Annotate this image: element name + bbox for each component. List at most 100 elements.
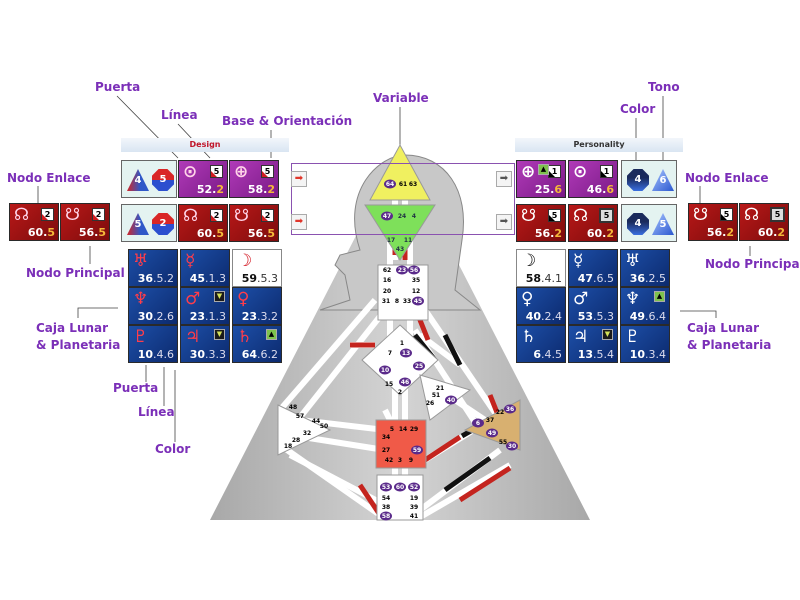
channel-track [413, 462, 512, 523]
gate-number: 45 [414, 298, 422, 305]
gate-line-value: 46.6 [586, 183, 614, 196]
color-shape-icon: 5 [127, 213, 149, 235]
planet-cell[interactable]: ☿45.1.3 [180, 249, 230, 287]
gate-number: 57 [296, 413, 304, 420]
active-gate-marker [381, 211, 393, 221]
gate-number: 10 [381, 367, 389, 374]
planet-cell[interactable]: ♂▼23.1.3 [180, 287, 230, 325]
gate-line-color-value: 10.4.6 [137, 348, 174, 361]
uranus-icon: ♅ [625, 251, 641, 271]
active-gate-marker [413, 361, 425, 371]
planet-cell[interactable]: ☽58.4.1 [516, 249, 566, 287]
planet-cell[interactable]: ♃▼30.3.3 [180, 325, 230, 363]
design-nav-arrow-2[interactable]: ➡ [291, 214, 307, 230]
gate-line-value: 52.2 [196, 183, 224, 196]
label-caja-right-2: & Planetaria [687, 338, 772, 352]
activation-cell[interactable]: ⊕1▲25.6 [516, 160, 566, 198]
gate-number: 22 [496, 409, 504, 416]
gate-number: 64 [386, 181, 394, 188]
planet-cell[interactable]: ♇10.4.6 [128, 325, 178, 363]
gate-number: 23 [398, 267, 406, 274]
gate-line-color-value: 30.2.6 [137, 310, 174, 323]
color-shape-icon: 4 [627, 169, 649, 191]
planet-cell[interactable]: ♇10.3.4 [620, 325, 670, 363]
variable-frame [291, 163, 515, 235]
active-gate-marker [408, 265, 420, 275]
gate-number: 16 [383, 277, 391, 284]
planet-cell[interactable]: ♅36.2.5 [620, 249, 670, 287]
g-center [361, 324, 439, 396]
orientation-arrow-up-icon: ▲ [266, 329, 277, 340]
gate-number: 26 [426, 400, 434, 407]
gate-number: 46 [401, 379, 409, 386]
gate-number: 36 [506, 406, 514, 413]
planet-cell[interactable]: ☿47.6.5 [568, 249, 618, 287]
planet-cell[interactable]: ♆30.2.6 [128, 287, 178, 325]
gate-number: 53 [382, 484, 390, 491]
planet-cell[interactable]: ♄ ▲ 64.6.2 [232, 325, 282, 363]
base-badge: 5 [720, 208, 733, 221]
planet-cell[interactable]: ♄6.4.5 [516, 325, 566, 363]
gate-number: 27 [382, 447, 390, 454]
sun-icon: ⊙ [573, 162, 588, 182]
activated-channel-segment [423, 434, 462, 463]
planet-cell[interactable]: ♆▲49.6.4 [620, 287, 670, 325]
personality-nav-arrow-2[interactable]: ➡ [496, 214, 512, 230]
active-gate-marker [399, 377, 411, 387]
planet-cell[interactable]: ♀23.3.2 [232, 287, 282, 325]
spleen-center [277, 404, 332, 456]
label-nodo-enlace-left: Nodo Enlace [7, 171, 91, 185]
planet-cell[interactable]: ♀40.2.4 [516, 287, 566, 325]
planet-cell[interactable]: ♂53.5.3 [568, 287, 618, 325]
gate-line-color-value: 40.2.4 [525, 310, 562, 323]
label-color-top: Color [620, 102, 656, 116]
planet-cell[interactable]: ☽59.5.3 [232, 249, 282, 287]
gate-line-value: 56.2 [706, 226, 734, 239]
active-gate-marker [380, 511, 392, 521]
gate-line-color-value: 64.6.2 [241, 348, 278, 361]
color-shape-icon: 4 [627, 213, 649, 235]
base-badge: 5 [770, 207, 785, 222]
gate-line-value: 58.2 [247, 183, 275, 196]
gate-line-value: 56.5 [78, 226, 106, 239]
label-caja-right-1: Caja Lunar [687, 321, 760, 335]
gate-number: 52 [410, 484, 418, 491]
gate-number: 61 [399, 181, 407, 188]
gate-line-color-value: 23.3.2 [241, 310, 278, 323]
orientation-arrow-down-icon: ▼ [602, 329, 613, 340]
planet-cell[interactable]: ♅36.5.2 [128, 249, 178, 287]
personality-nav-arrow-1[interactable]: ➡ [496, 171, 512, 187]
base-badge: 2 [41, 208, 54, 221]
gate-line-color-value: 36.5.2 [137, 272, 174, 285]
neptune-icon: ♆ [133, 289, 149, 309]
gate-line-value: 25.6 [534, 183, 562, 196]
saturn-icon: ♄ [237, 327, 253, 347]
label-nodo-principal-right: Nodo Principal [705, 257, 800, 271]
base-badge: 5 [599, 208, 614, 223]
planet-cell[interactable]: ♃▼13.5.4 [568, 325, 618, 363]
gate-number: 37 [486, 417, 494, 424]
gate-number: 63 [409, 181, 417, 188]
active-gate-marker [380, 482, 392, 492]
active-gate-marker [445, 395, 457, 405]
gate-number: 29 [410, 426, 418, 433]
tone-shape-icon: 5 [152, 169, 174, 191]
design-nav-arrow-1[interactable]: ➡ [291, 171, 307, 187]
gate-number: 6 [476, 420, 480, 427]
